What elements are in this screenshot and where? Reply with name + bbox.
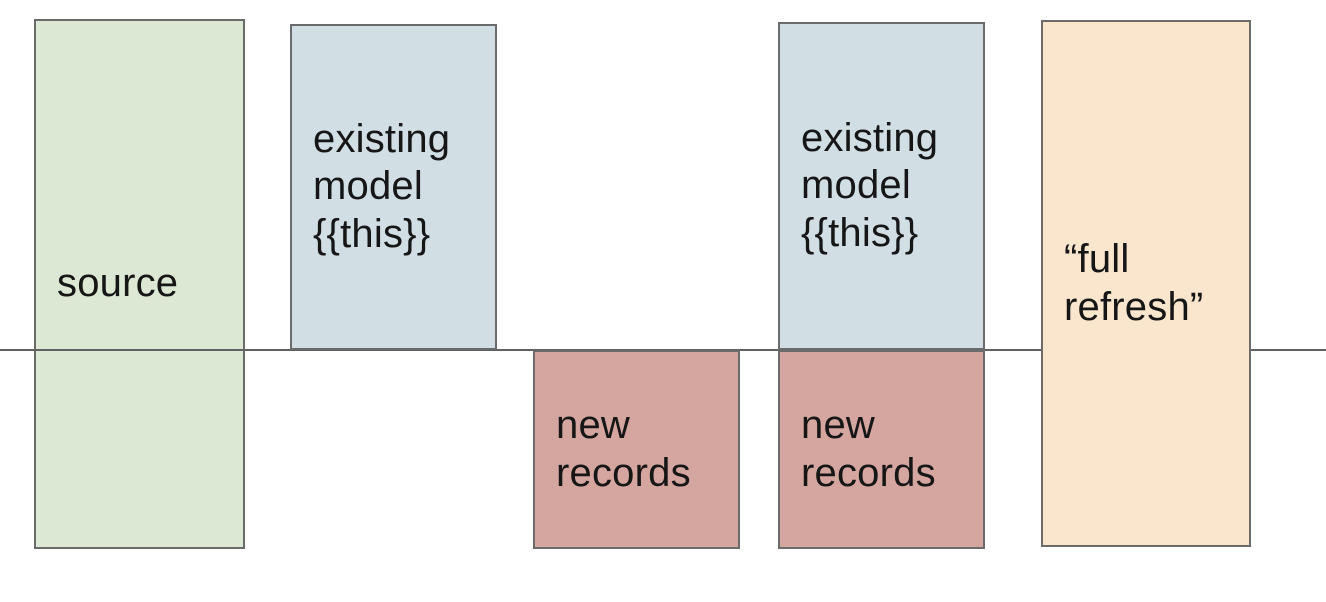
source-box: source — [34, 19, 245, 549]
existing-model-box-2-label: existing model {{this}} — [801, 116, 939, 255]
new-records-box-2-label: new records — [801, 403, 936, 495]
full-refresh-box-label: “full refresh” — [1064, 237, 1204, 329]
new-records-box-1-label: new records — [556, 403, 691, 495]
new-records-box-2: new records — [778, 350, 985, 549]
new-records-box-1: new records — [533, 350, 740, 549]
full-refresh-box: “full refresh” — [1041, 20, 1251, 547]
existing-model-box-2: existing model {{this}} — [778, 22, 985, 350]
existing-model-box-1: existing model {{this}} — [290, 24, 497, 350]
source-box-label: source — [57, 261, 179, 306]
existing-model-box-1-label: existing model {{this}} — [313, 117, 451, 256]
